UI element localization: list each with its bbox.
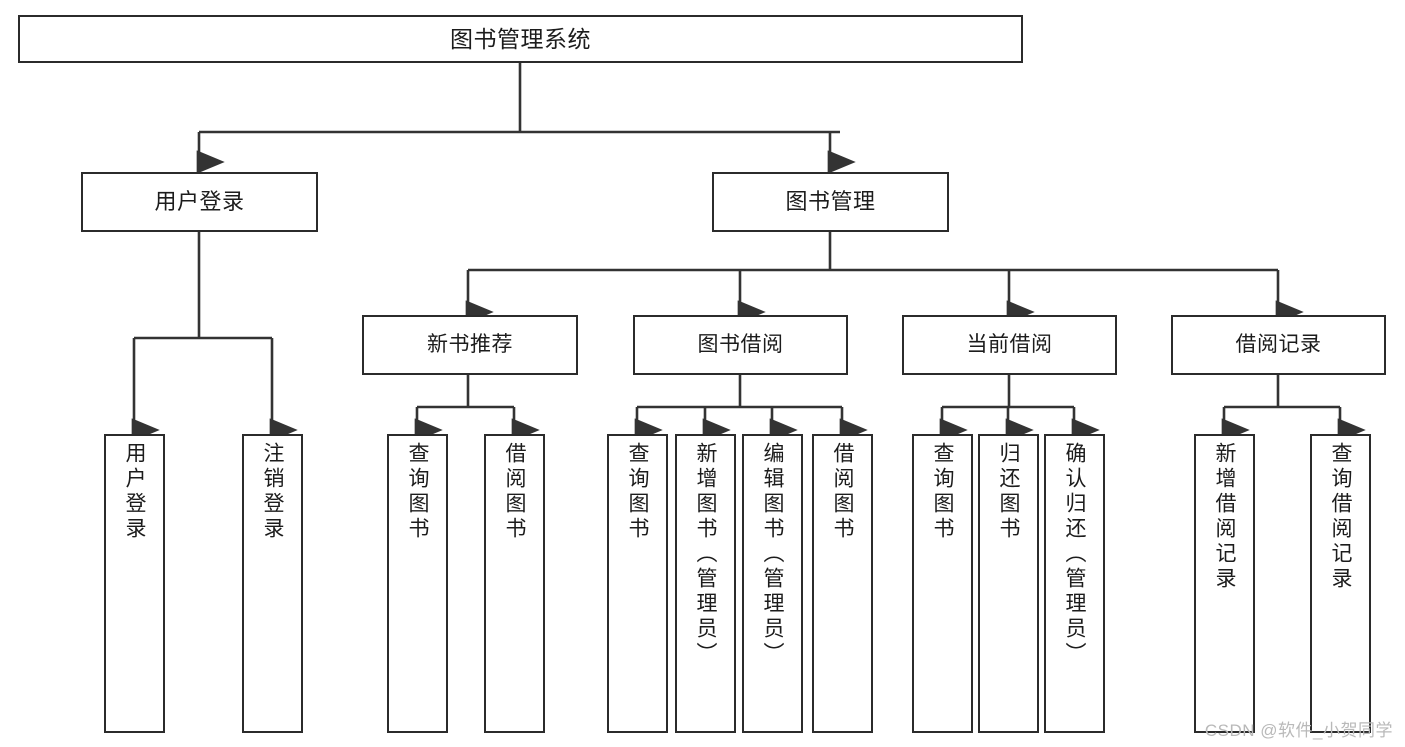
node-borrow-records[interactable]: 借阅记录 xyxy=(1171,315,1386,375)
node-new-book-recommendation[interactable]: 新书推荐 xyxy=(362,315,578,375)
node-label: 图书借阅 xyxy=(697,332,784,356)
node-label: 注销登录 xyxy=(261,442,284,542)
node-leaf-borrow-books-borrow[interactable]: 借阅图书 xyxy=(812,434,873,733)
node-label: 查询图书 xyxy=(406,442,429,542)
csdn-watermark: CSDN @软件_小贺同学 xyxy=(1204,721,1393,740)
node-label: 新增借阅记录 xyxy=(1213,442,1236,592)
node-label: 用户登录 xyxy=(154,189,245,215)
node-current-borrowing[interactable]: 当前借阅 xyxy=(902,315,1117,375)
node-label: 借阅图书 xyxy=(503,442,526,542)
node-leaf-query-borrow-record[interactable]: 查询借阅记录 xyxy=(1310,434,1371,733)
node-label: 新增图书（管理员） xyxy=(694,442,717,667)
node-leaf-logout[interactable]: 注销登录 xyxy=(242,434,303,733)
node-leaf-query-books-borrow[interactable]: 查询图书 xyxy=(607,434,668,733)
node-leaf-query-books-current[interactable]: 查询图书 xyxy=(912,434,973,733)
node-label: 归还图书 xyxy=(997,442,1020,542)
node-label: 查询图书 xyxy=(931,442,954,542)
node-leaf-return-books[interactable]: 归还图书 xyxy=(978,434,1039,733)
node-label: 查询借阅记录 xyxy=(1329,442,1352,592)
node-label: 图书管理系统 xyxy=(450,25,591,52)
node-user-login[interactable]: 用户登录 xyxy=(81,172,318,232)
node-label: 确认归还（管理员） xyxy=(1063,442,1086,667)
node-leaf-edit-book-admin[interactable]: 编辑图书（管理员） xyxy=(742,434,803,733)
node-label: 图书管理 xyxy=(785,189,876,215)
node-book-borrowing[interactable]: 图书借阅 xyxy=(633,315,848,375)
node-label: 编辑图书（管理员） xyxy=(761,442,784,667)
node-label: 当前借阅 xyxy=(966,332,1053,356)
node-leaf-add-book-admin[interactable]: 新增图书（管理员） xyxy=(675,434,736,733)
node-label: 借阅图书 xyxy=(831,442,854,542)
node-book-management[interactable]: 图书管理 xyxy=(712,172,949,232)
node-leaf-user-login[interactable]: 用户登录 xyxy=(104,434,165,733)
node-leaf-add-borrow-record[interactable]: 新增借阅记录 xyxy=(1194,434,1255,733)
node-label: 借阅记录 xyxy=(1235,332,1322,356)
node-leaf-confirm-return-admin[interactable]: 确认归还（管理员） xyxy=(1044,434,1105,733)
node-leaf-borrow-books-newbook[interactable]: 借阅图书 xyxy=(484,434,545,733)
node-leaf-query-books-newbook[interactable]: 查询图书 xyxy=(387,434,448,733)
node-root-book-management-system[interactable]: 图书管理系统 xyxy=(18,15,1023,63)
node-label: 新书推荐 xyxy=(427,332,513,356)
node-label: 查询图书 xyxy=(626,442,649,542)
node-label: 用户登录 xyxy=(123,442,146,542)
